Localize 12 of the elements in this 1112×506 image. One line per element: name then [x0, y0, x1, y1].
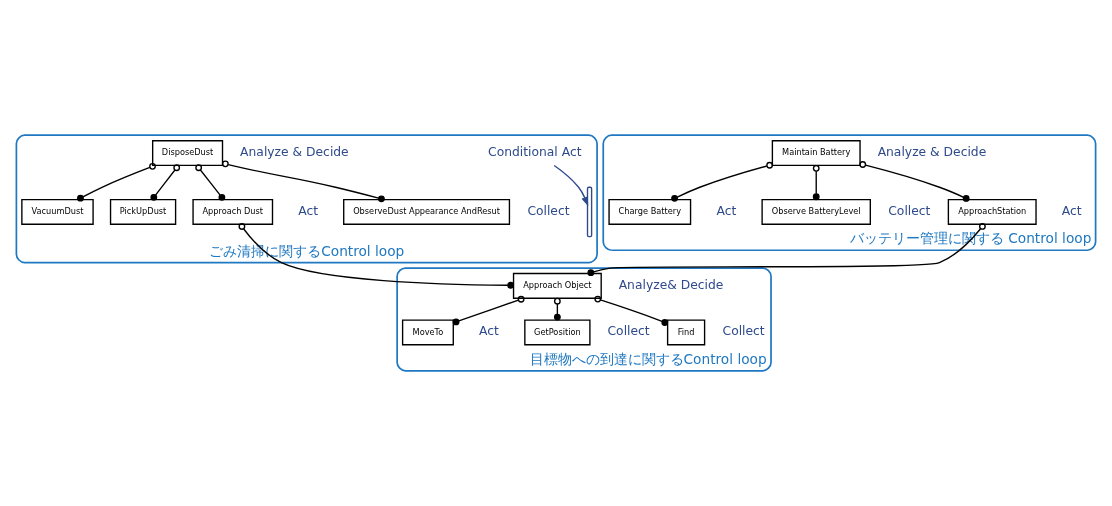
- node-label: Collect: [888, 203, 931, 218]
- node-label: Collect: [527, 203, 570, 218]
- node-label: Analyze & Decide: [240, 145, 349, 160]
- node-label: Act: [716, 203, 737, 218]
- node-label: Act: [298, 203, 319, 218]
- node-text: Conditional Act: [488, 145, 582, 160]
- node-label: Analyze& Decide: [618, 277, 724, 292]
- node-label: Collect: [607, 324, 650, 339]
- node-label: Collect: [722, 324, 765, 339]
- node-label: Act: [478, 324, 499, 339]
- node-label: Analyze & Decide: [877, 145, 987, 160]
- node-label: Act: [1061, 203, 1082, 218]
